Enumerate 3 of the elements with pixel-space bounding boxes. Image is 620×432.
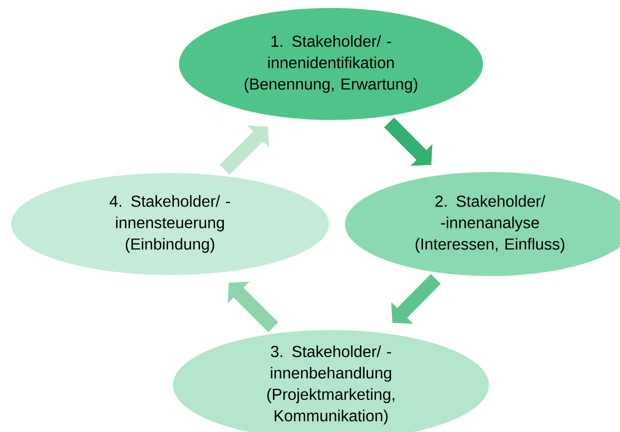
block-arrow bbox=[384, 118, 432, 166]
block-arrow bbox=[228, 282, 278, 332]
block-arrow bbox=[220, 126, 269, 175]
